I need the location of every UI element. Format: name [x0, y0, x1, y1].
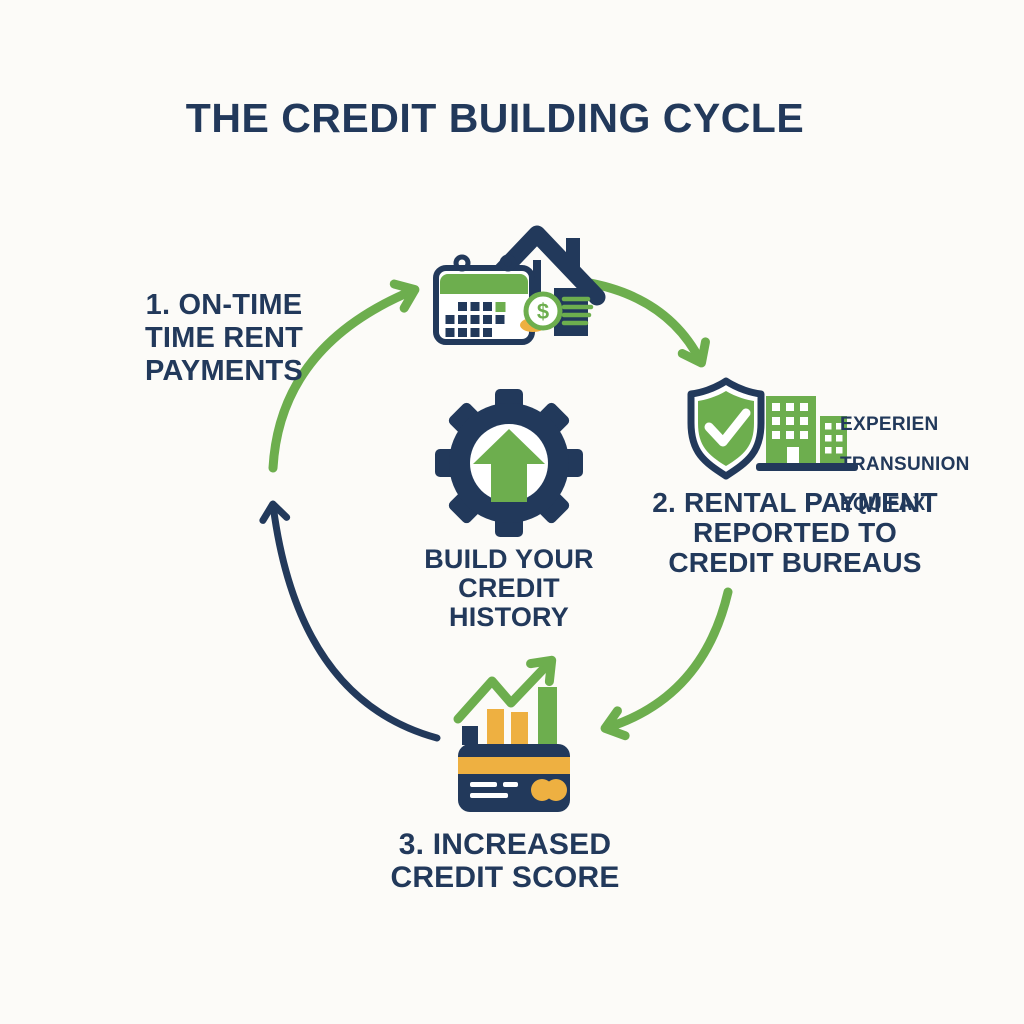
- bureau-equifax: EQUIFAX: [840, 494, 926, 515]
- bureau-transunion: TRANSUNION: [840, 454, 970, 475]
- center-label: BUILD YOUR CREDIT HISTORY: [424, 544, 594, 632]
- step-1-label: 1. ON-TIME TIME RENT PAYMENTS: [144, 289, 304, 387]
- arrow-step2-to-step3: [600, 587, 733, 741]
- step-2-label: 2. RENTAL PAYMENT REPORTED TO CREDIT BUR…: [652, 487, 938, 578]
- svg-text:$: $: [537, 299, 549, 324]
- arrow-rent-icon-to-step2: [579, 277, 710, 368]
- bar-chart-icon: [462, 687, 557, 745]
- credit-card-icon: [458, 744, 570, 812]
- credit-bureaus-list: EXPERIEN TRANSUNION EQUIFAX: [840, 395, 980, 535]
- shield-check-icon: [687, 377, 765, 480]
- credit-card-rising-chart-icon: [453, 655, 570, 812]
- shield-checkmark-buildings-icon: [687, 377, 858, 480]
- calendar-house-coin-icon: $: [433, 225, 606, 345]
- calendar-grid: [445, 302, 506, 337]
- up-arrow-icon: [473, 429, 545, 502]
- arrow-step3-to-step1: [259, 500, 441, 742]
- growth-arrow-icon: [453, 655, 557, 724]
- arrow-step1-to-rent-icon: [268, 279, 420, 473]
- bureau-experian: EXPERIEN: [840, 414, 939, 435]
- house-chimney: [566, 238, 580, 268]
- dollar-coin-icon: $: [523, 291, 594, 331]
- gear-up-arrow-icon: [435, 389, 583, 537]
- step-3-label: 3. INCREASED CREDIT SCORE: [390, 828, 620, 894]
- coin-motion-lines: [561, 296, 594, 326]
- page-title: THE CREDIT BUILDING CYCLE: [185, 95, 805, 141]
- calendar-icon: [433, 254, 535, 345]
- bureau-buildings-icon: [756, 396, 858, 471]
